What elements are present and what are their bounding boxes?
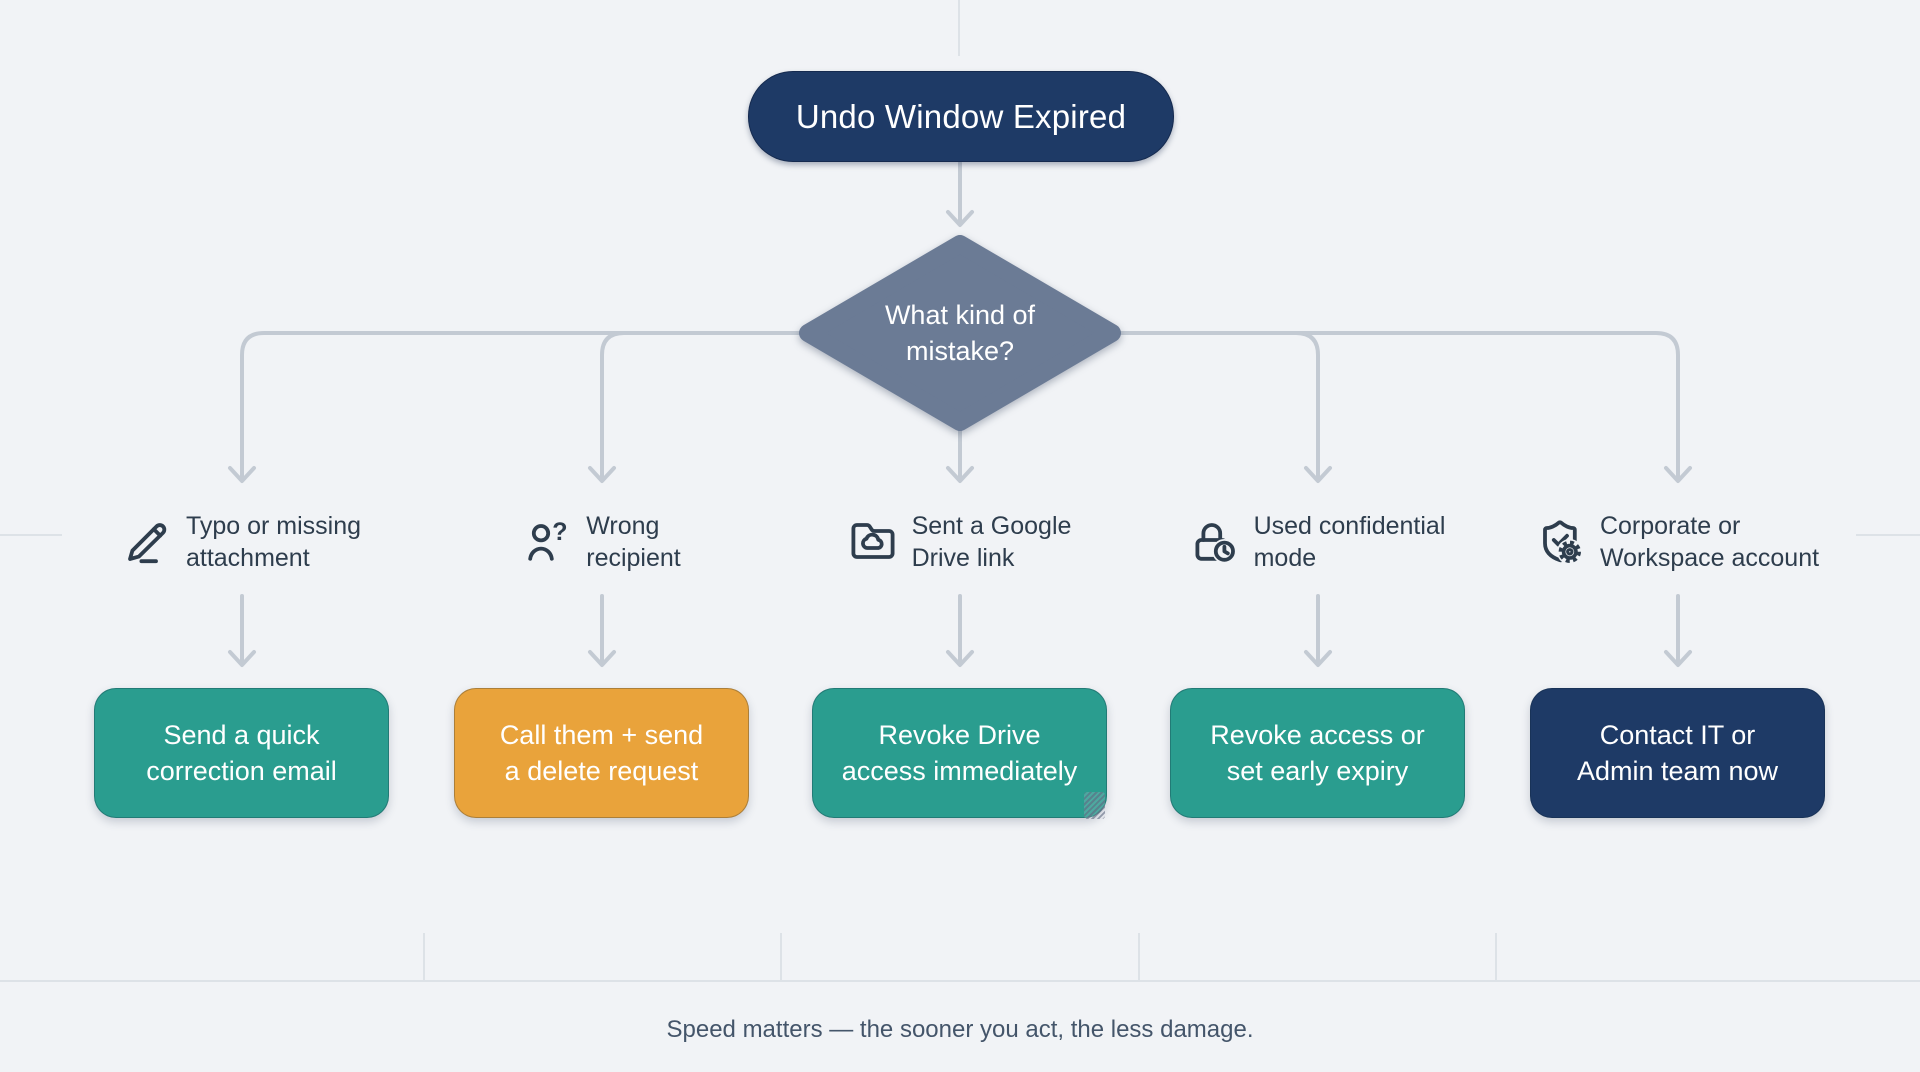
root-node-label: Undo Window Expired xyxy=(795,97,1127,135)
action-box-revoke-drive: Revoke Drive access immediately xyxy=(812,688,1107,818)
condition-label-line: Wrong xyxy=(586,512,660,540)
branch-condition-drive-link: Sent a Google Drive link xyxy=(790,506,1130,578)
action-label-line: Contact IT or xyxy=(1599,720,1756,750)
condition-label-line: mode xyxy=(1253,544,1317,572)
action-label-line: Revoke Drive xyxy=(878,720,1041,750)
action-label-line: correction email xyxy=(146,756,337,786)
action-label-line: Revoke access or xyxy=(1210,720,1425,750)
decision-label-line2: mistake? xyxy=(905,336,1015,366)
action-box-revoke-access: Revoke access or set early expiry xyxy=(1170,688,1465,818)
condition-label-line: attachment xyxy=(185,544,310,572)
action-label-line: a delete request xyxy=(504,756,699,786)
decision-label: What kind of mistake? xyxy=(820,297,1100,369)
branch-condition-wrong-recipient: ? Wrong recipient xyxy=(432,506,772,578)
action-label-line: Call them + send xyxy=(499,720,704,750)
caption-text: Speed matters — the sooner you act, the … xyxy=(666,1016,1254,1043)
condition-label-line: Drive link xyxy=(911,544,1015,572)
cursor-artifact xyxy=(1084,792,1105,819)
shield-gear-icon xyxy=(1543,520,1583,565)
lock-clock-icon xyxy=(1195,523,1237,564)
branch-condition-typo: Typo or missing attachment xyxy=(72,506,412,578)
branch-condition-corporate-account: Corporate or Workspace account xyxy=(1508,506,1848,578)
action-label-line: set early expiry xyxy=(1226,756,1409,786)
root-node: Undo Window Expired xyxy=(748,71,1174,162)
svg-text:?: ? xyxy=(552,518,567,546)
action-box-correction-email: Send a quick correction email xyxy=(94,688,389,818)
user-question-icon: ? xyxy=(528,518,568,561)
decision-label-line1: What kind of xyxy=(884,300,1036,330)
action-box-contact-it: Contact IT or Admin team now xyxy=(1530,688,1825,818)
condition-label-line: Workspace account xyxy=(1599,544,1820,572)
action-label-line: Admin team now xyxy=(1576,756,1779,786)
condition-label-line: Sent a Google xyxy=(911,512,1072,540)
folder-cloud-icon xyxy=(851,523,895,559)
action-label-line: access immediately xyxy=(841,756,1078,786)
condition-label-line: Corporate or xyxy=(1599,512,1741,540)
branch-condition-confidential-mode: Used confidential mode xyxy=(1148,506,1488,578)
action-label-line: Send a quick xyxy=(163,720,320,750)
condition-label-line: Typo or missing xyxy=(185,512,362,540)
pencil-line-icon xyxy=(128,523,167,564)
action-box-call-delete-request: Call them + send a delete request xyxy=(454,688,749,818)
condition-label-line: recipient xyxy=(586,544,681,572)
condition-label-line: Used confidential xyxy=(1253,512,1446,540)
